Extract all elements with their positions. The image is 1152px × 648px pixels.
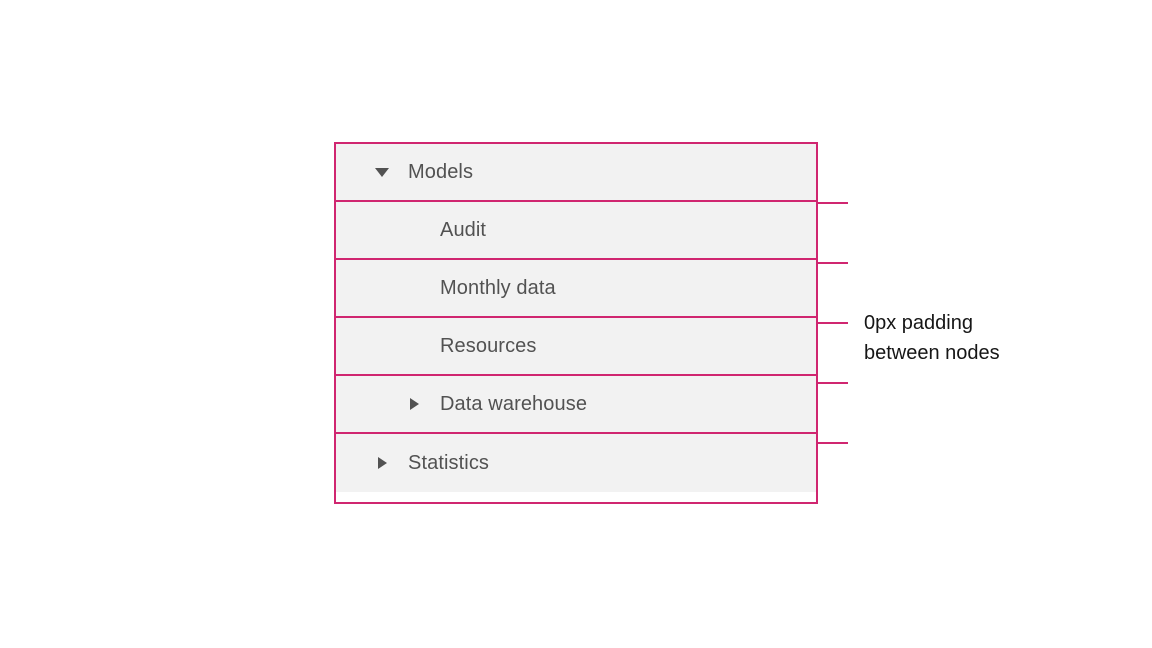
annotation-label-line1: 0px padding xyxy=(864,312,973,334)
tree-item-models[interactable]: Models xyxy=(336,144,816,202)
tree-view: Models Audit Monthly data Resources Data… xyxy=(334,142,818,504)
caret-right-icon[interactable] xyxy=(375,456,389,470)
tree-item-label: Models xyxy=(408,160,474,183)
tree-item-monthly-data[interactable]: Monthly data xyxy=(336,260,816,318)
tree-item-label: Statistics xyxy=(408,451,490,474)
annotation-label: 0px padding between nodes xyxy=(864,308,1000,368)
annotation-line xyxy=(818,322,848,324)
caret-right-icon[interactable] xyxy=(407,397,421,411)
tree-item-label: Audit xyxy=(440,218,487,241)
tree-item-resources[interactable]: Resources xyxy=(336,318,816,376)
annotation-line xyxy=(818,442,848,444)
tree-item-label: Data warehouse xyxy=(440,392,588,415)
annotation-line xyxy=(818,202,848,204)
tree-item-statistics[interactable]: Statistics xyxy=(336,434,816,492)
tree-item-label: Monthly data xyxy=(440,276,556,299)
tree-item-audit[interactable]: Audit xyxy=(336,202,816,260)
annotation-label-line2: between nodes xyxy=(864,342,1000,364)
caret-down-icon[interactable] xyxy=(375,165,389,179)
tree-item-data-warehouse[interactable]: Data warehouse xyxy=(336,376,816,434)
tree-item-label: Resources xyxy=(440,334,537,357)
annotation-line xyxy=(818,382,848,384)
annotation-line xyxy=(818,262,848,264)
